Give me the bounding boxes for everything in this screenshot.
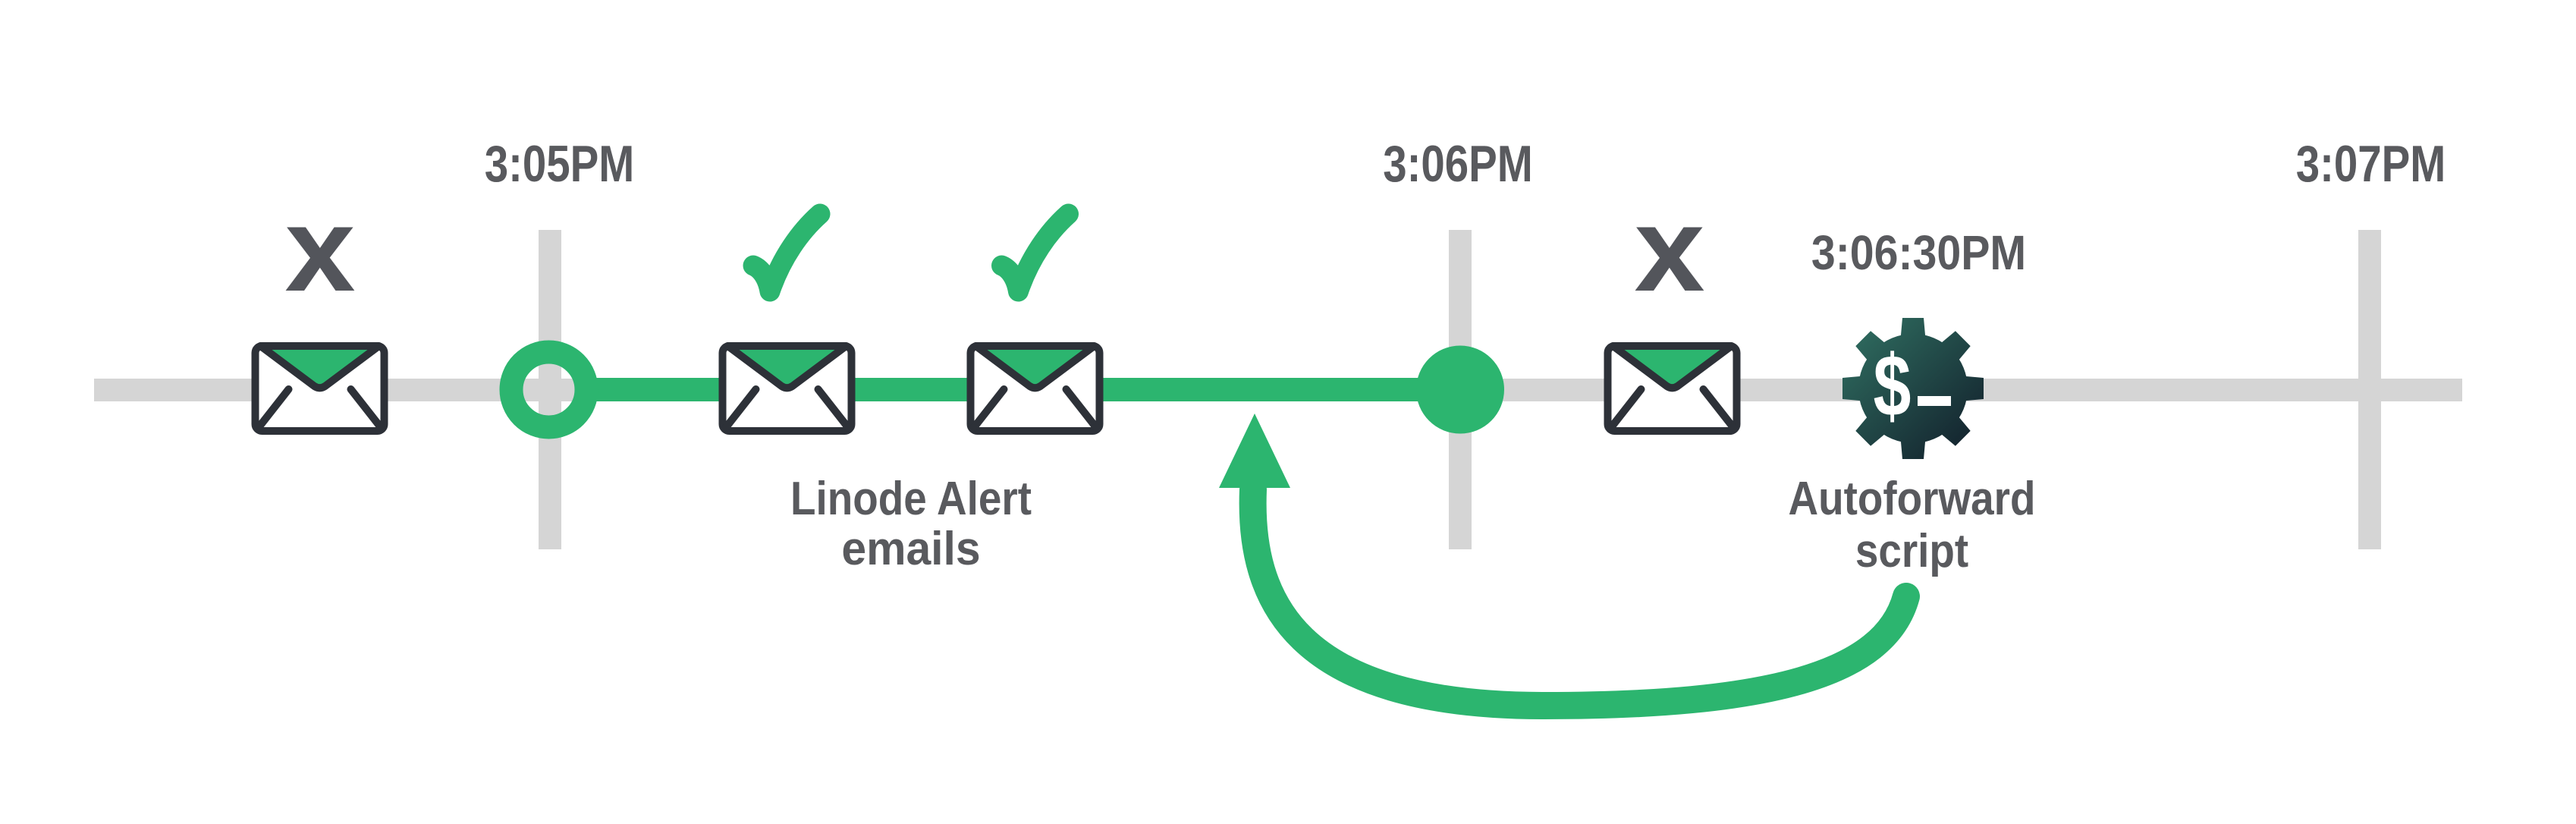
svg-text:3:07PM: 3:07PM bbox=[2296, 135, 2446, 193]
svg-text:3:05PM: 3:05PM bbox=[485, 135, 635, 193]
svg-text:emails: emails bbox=[841, 522, 980, 575]
svg-text:x: x bbox=[284, 183, 355, 316]
svg-text:x: x bbox=[1634, 183, 1704, 316]
svg-text:3:06:30PM: 3:06:30PM bbox=[1811, 225, 2026, 280]
svg-text:3:06PM: 3:06PM bbox=[1383, 135, 1533, 193]
svg-text:Autoforward: Autoforward bbox=[1788, 473, 2035, 525]
svg-text:$: $ bbox=[1874, 337, 1912, 434]
svg-text:script: script bbox=[1855, 525, 1968, 577]
svg-text:Linode Alert: Linode Alert bbox=[790, 473, 1032, 525]
